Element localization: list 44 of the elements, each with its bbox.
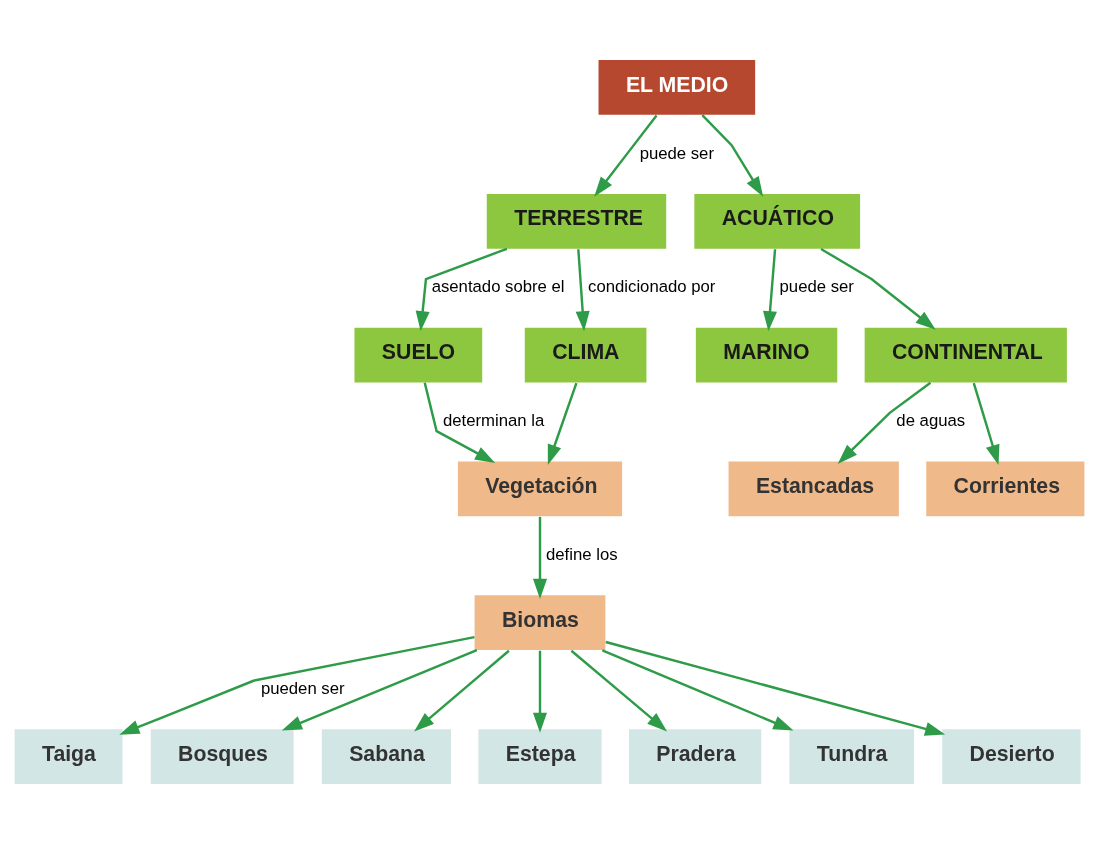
node-box: Corrientes [926, 461, 1085, 516]
edge-label: determinan la [442, 410, 545, 430]
arrow [594, 114, 658, 197]
arrow [570, 649, 668, 731]
edge-label: condicionado por [588, 276, 716, 296]
node-box: Estancadas [728, 461, 899, 516]
node-box: Biomas [474, 594, 606, 650]
arrow [601, 648, 794, 731]
arrow [415, 247, 508, 331]
node-box: TERRESTRE [486, 193, 667, 249]
node-box: Estepa [478, 728, 602, 784]
arrow [972, 382, 1000, 465]
node-box: CONTINENTAL [864, 327, 1067, 382]
node-box: Sabana [321, 728, 452, 784]
arrow [837, 381, 932, 464]
node-box: SUELO [354, 327, 483, 382]
node-box: Bosques [150, 728, 294, 784]
arrow [423, 381, 496, 463]
node-box: EL MEDIO [598, 59, 756, 115]
edge-label: de aguas [896, 410, 966, 430]
node-box: Pradera [628, 728, 762, 784]
node-box: Taiga [14, 728, 123, 784]
arrow [763, 248, 778, 331]
arrow [820, 247, 936, 330]
arrow [119, 635, 475, 735]
arrow [701, 113, 764, 197]
node-box: Desierto [942, 728, 1081, 784]
edge-label: define los [545, 544, 618, 564]
node-box: CLIMA [524, 327, 647, 382]
node-box: Vegetación [457, 461, 623, 516]
edge-label: asentado sobre el [431, 276, 565, 296]
arrow [532, 516, 548, 599]
arrow [575, 248, 590, 331]
arrow [532, 650, 548, 733]
node-box: Tundra [789, 728, 915, 784]
node-box: MARINO [695, 327, 838, 382]
arrow [281, 648, 478, 730]
arrow [605, 640, 946, 736]
node-box: ACUÁTICO [694, 193, 861, 249]
edge-label: puede ser [779, 276, 854, 296]
edge-label: puede ser [639, 143, 714, 163]
arrow [414, 649, 510, 731]
edge-label: pueden ser [260, 678, 345, 698]
arrow [547, 382, 578, 465]
